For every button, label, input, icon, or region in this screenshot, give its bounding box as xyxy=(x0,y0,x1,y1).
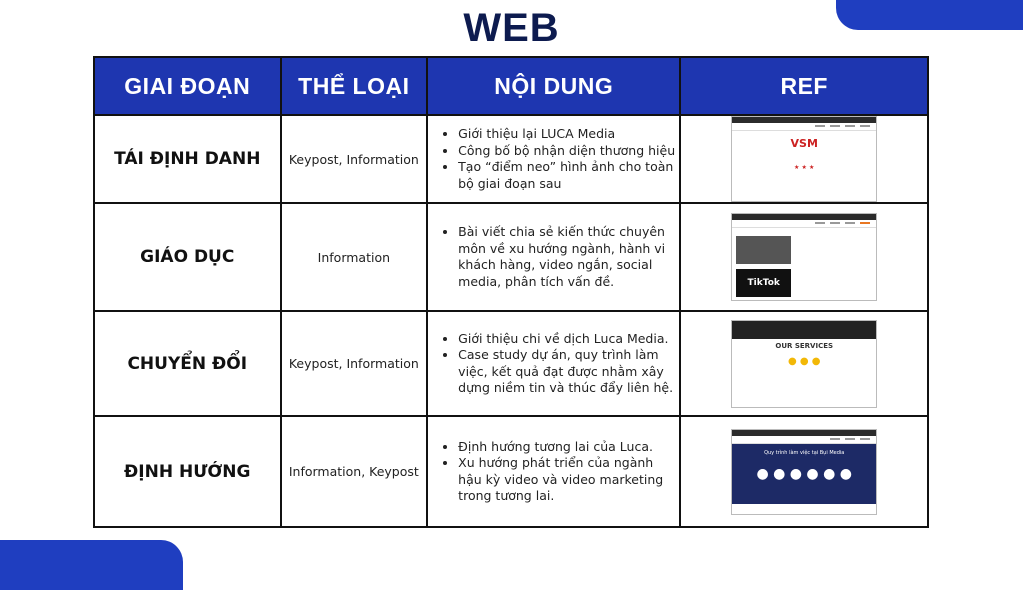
content-cell: Giới thiệu lại LUCA Media Công bố bộ nhậ… xyxy=(426,114,682,204)
ref-cell: VSM ★ ★ ★ xyxy=(679,114,929,204)
stage-cell: ĐỊNH HƯỚNG xyxy=(93,415,282,528)
type-cell: Keypost, Information xyxy=(279,114,429,204)
header-type: THỂ LOẠI xyxy=(279,56,429,116)
content-item: Giới thiệu chi về dịch Luca Media. xyxy=(458,331,679,348)
content-item: Giới thiệu lại LUCA Media xyxy=(458,126,679,143)
content-cell: Định hướng tương lai của Luca. Xu hướng … xyxy=(426,415,682,528)
corner-decoration-top-right xyxy=(836,0,1023,30)
content-item: Bài viết chia sẻ kiến thức chuyên môn về… xyxy=(458,224,679,290)
stage-cell: CHUYỂN ĐỔI xyxy=(93,310,282,417)
ref-logo-text: TikTok xyxy=(736,269,792,297)
page-title: WEB xyxy=(463,6,560,50)
ref-cell: OUR SERVICES ● ● ● xyxy=(679,310,929,417)
type-cell: Information xyxy=(279,202,429,312)
ref-cell: Quy trình làm việc tại Bụi Media ● ● ● ●… xyxy=(679,415,929,528)
content-item: Định hướng tương lai của Luca. xyxy=(458,439,679,456)
content-cell: Giới thiệu chi về dịch Luca Media. Case … xyxy=(426,310,682,417)
ref-screenshot[interactable]: VSM ★ ★ ★ xyxy=(731,116,878,202)
content-item: Tạo “điểm neo” hình ảnh cho toàn bộ giai… xyxy=(458,159,679,192)
ref-screenshot[interactable]: TikTok xyxy=(731,213,878,301)
table-row: ĐỊNH HƯỚNG Information, Keypost Định hướ… xyxy=(93,415,929,528)
ref-cell: TikTok xyxy=(679,202,929,312)
content-item: Xu hướng phát triển của ngành hậu kỳ vid… xyxy=(458,455,679,505)
content-cell: Bài viết chia sẻ kiến thức chuyên môn về… xyxy=(426,202,682,312)
type-cell: Information, Keypost xyxy=(279,415,429,528)
ref-logo-text: VSM xyxy=(790,137,818,150)
header-content: NỘI DUNG xyxy=(426,56,682,116)
header-stage: GIAI ĐOẠN xyxy=(93,56,282,116)
content-item: Công bố bộ nhận diện thương hiệu xyxy=(458,143,679,160)
table-header-row: GIAI ĐOẠN THỂ LOẠI NỘI DUNG REF xyxy=(93,56,929,116)
content-plan-table: GIAI ĐOẠN THỂ LOẠI NỘI DUNG REF TÁI ĐỊNH… xyxy=(93,56,929,528)
header-ref: REF xyxy=(679,56,929,116)
type-cell: Keypost, Information xyxy=(279,310,429,417)
table-row: CHUYỂN ĐỔI Keypost, Information Giới thi… xyxy=(93,310,929,417)
stage-cell: TÁI ĐỊNH DANH xyxy=(93,114,282,204)
ref-logo-text: OUR SERVICES xyxy=(775,341,834,350)
ref-logo-text: Quy trình làm việc tại Bụi Media xyxy=(764,449,845,456)
table-row: GIÁO DỤC Information Bài viết chia sẻ ki… xyxy=(93,202,929,312)
table-row: TÁI ĐỊNH DANH Keypost, Information Giới … xyxy=(93,114,929,204)
ref-screenshot[interactable]: OUR SERVICES ● ● ● xyxy=(731,319,878,408)
corner-decoration-bottom-left xyxy=(0,540,183,590)
ref-screenshot[interactable]: Quy trình làm việc tại Bụi Media ● ● ● ●… xyxy=(731,428,878,515)
content-item: Case study dự án, quy trình làm việc, kế… xyxy=(458,347,679,397)
stage-cell: GIÁO DỤC xyxy=(93,202,282,312)
